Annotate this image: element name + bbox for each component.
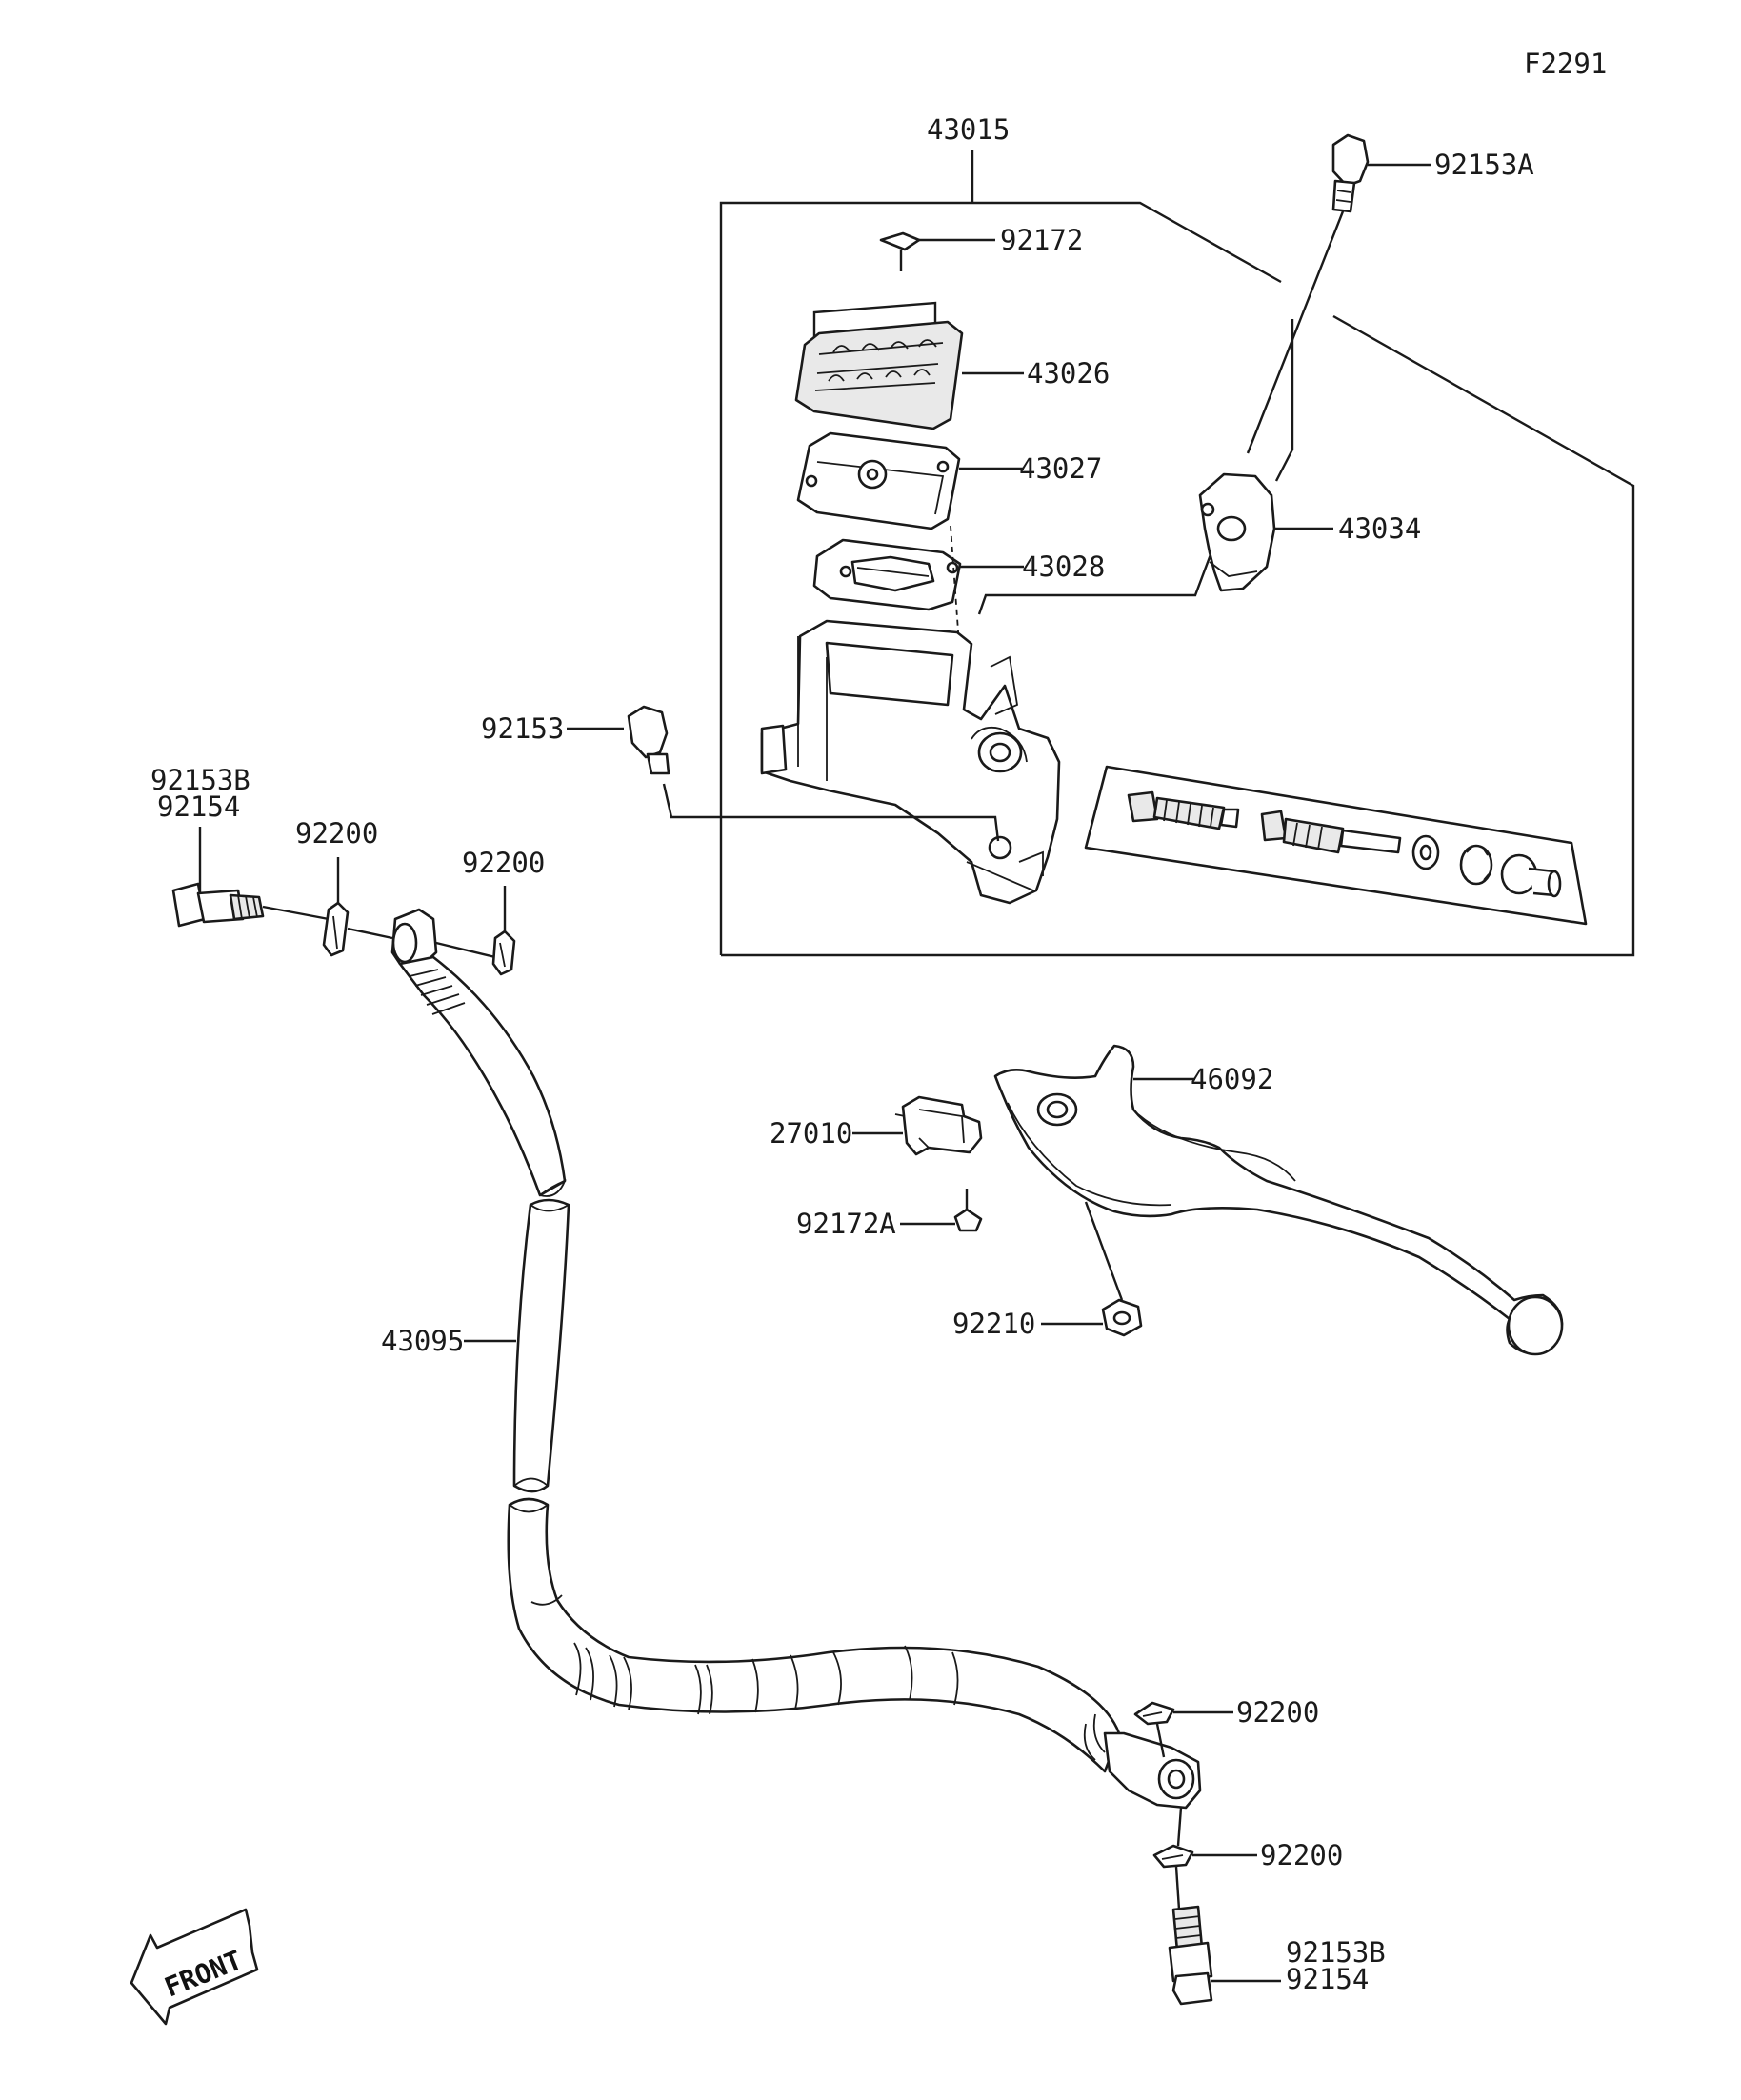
washer-92200-a [322,901,350,957]
assembly-box-43015 [719,150,1635,957]
axis-line-fitting-bottom [1176,1807,1183,1847]
axis-line-washer-c [1155,1723,1166,1758]
banjo-fitting-top [390,908,438,966]
axis-line-top-left [262,905,330,921]
banjo-bolt-92153B-top [171,882,265,928]
label-92200-b: 92200 [462,847,545,879]
label-92153B-top: 92153B [150,764,250,796]
plate-43027 [796,431,961,530]
label-43034: 43034 [1338,512,1421,545]
nut-92210 [1101,1298,1143,1337]
label-92153B-bottom: 92153B [1286,1936,1386,1969]
label-92172A: 92172A [796,1208,896,1240]
label-46092: 46092 [1191,1063,1273,1095]
axis-line-washer-a [347,927,393,940]
leader-92210-lever [1084,1201,1124,1301]
label-43095: 43095 [381,1325,464,1357]
washer-92200-b [491,930,516,976]
label-92200-c: 92200 [1236,1696,1319,1729]
hose-43095 [398,955,1121,1773]
bracket-43034 [1274,319,1294,482]
master-cylinder-body [760,619,1061,905]
label-92153: 92153 [481,712,564,745]
screw-92172A [953,1189,983,1232]
bleeder-cap-92153 [627,705,670,775]
holder-43034 [1198,472,1276,592]
leader-92153-body [662,783,1000,842]
switch-27010 [894,1095,983,1156]
diagram-code: F2291 [1524,48,1607,80]
axis-line-washer-d [1174,1866,1181,1910]
label-43015: 43015 [927,113,1010,146]
label-92200-d: 92200 [1260,1839,1343,1871]
piston-kit-window [1084,765,1588,926]
screw-92172 [879,231,921,271]
label-27010: 27010 [770,1117,852,1150]
label-43028: 43028 [1022,550,1105,583]
bleeder-cap-92153A [1246,133,1370,454]
clutch-lever-46092 [993,1044,1564,1356]
front-direction-marker: FRONT [130,1908,259,2026]
washer-92200-c [1133,1701,1175,1726]
label-92153A: 92153A [1434,149,1534,181]
label-92200-a: 92200 [295,817,378,850]
label-92154-bottom: 92154 [1286,1963,1369,1995]
label-92172: 92172 [1000,224,1083,256]
diaphragm-43028 [812,538,962,611]
label-43027: 43027 [1019,452,1102,485]
label-92154-top: 92154 [157,790,240,823]
banjo-bolt-92153B-bottom [1168,1905,1213,2006]
axis-line-fitting-top [435,941,496,959]
washer-92200-d [1152,1844,1194,1869]
reservoir-cap-43026 [794,301,964,430]
label-92210: 92210 [952,1308,1035,1340]
label-43026: 43026 [1027,357,1110,390]
banjo-fitting-bottom [1103,1731,1202,1810]
